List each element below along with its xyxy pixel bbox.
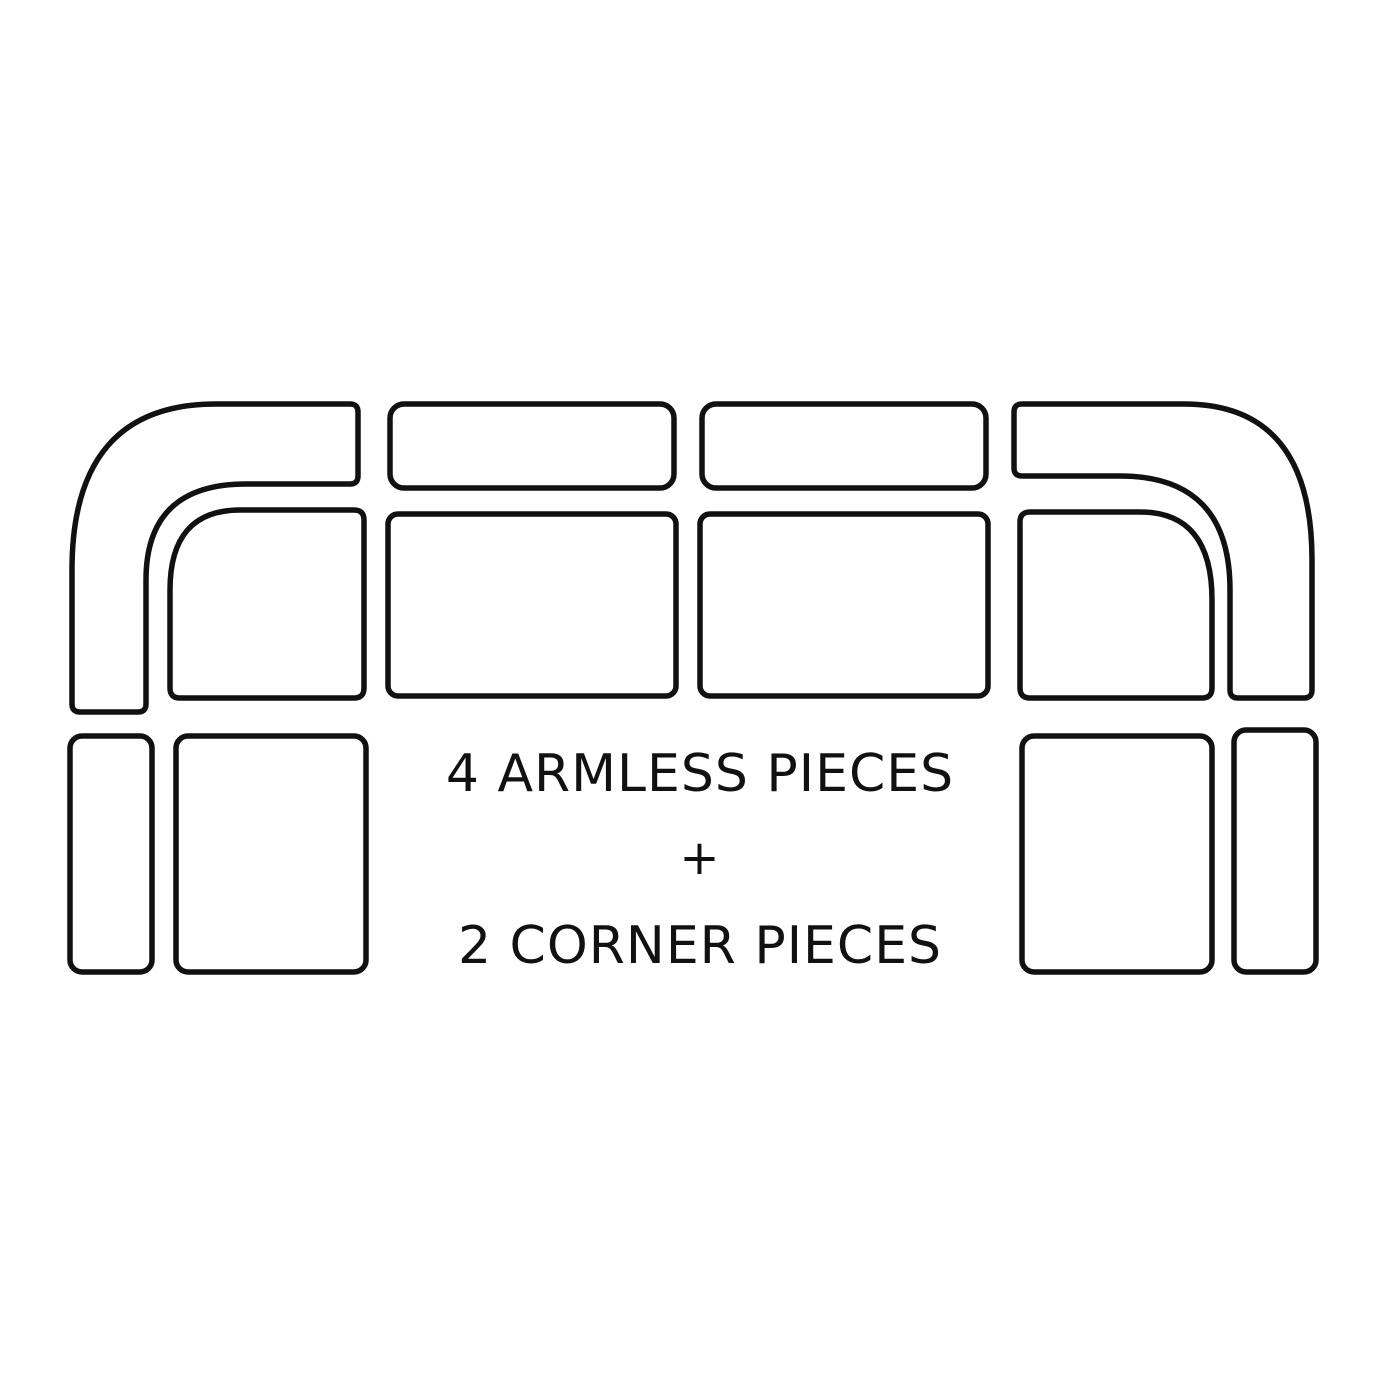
armless-pieces-caption: 4 ARMLESS PIECES [445, 744, 955, 804]
armless-piece-1-seat-cushion [385, 511, 679, 699]
right-corner-seat-cushion [1017, 509, 1215, 701]
armless-piece-2-back-cushion [699, 401, 989, 491]
left-corner-seat-cushion [167, 507, 367, 701]
armless-piece-2-seat-cushion [697, 511, 991, 699]
armless-piece-4-back-cushion [1231, 727, 1319, 975]
corner-pieces-caption: 2 CORNER PIECES [457, 916, 943, 976]
right-corner-back-cushion [1011, 401, 1315, 701]
armless-piece-1-back-cushion [387, 401, 677, 491]
armless-piece-4-seat-cushion [1019, 733, 1215, 975]
armless-piece-3-back-cushion [67, 733, 155, 975]
plus-sign: + [679, 830, 721, 886]
left-corner-back-cushion [69, 401, 361, 715]
armless-piece-3-seat-cushion [173, 733, 369, 975]
